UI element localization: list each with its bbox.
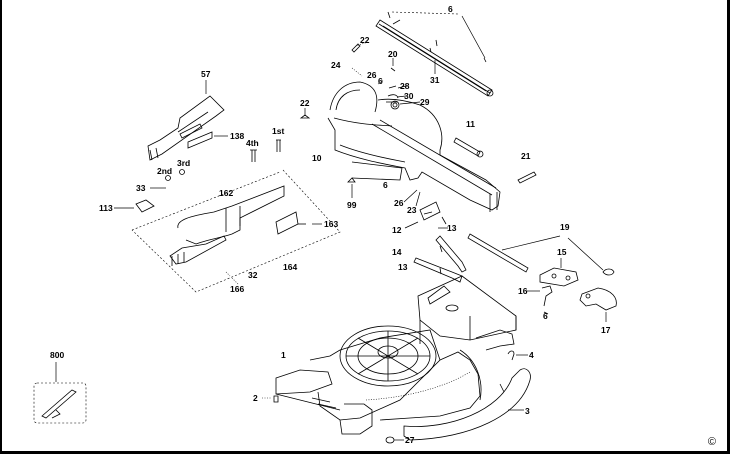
part-13 <box>441 216 447 225</box>
callout-57: 57 <box>201 69 211 79</box>
frame-border-right <box>727 0 730 454</box>
callout-166: 166 <box>230 284 244 294</box>
part-3rd <box>179 169 185 175</box>
callout-22: 22 <box>300 98 310 108</box>
callout-6: 6 <box>448 4 453 14</box>
callout-21: 21 <box>521 151 531 161</box>
callout-138: 138 <box>230 131 244 141</box>
copyright-symbol: © <box>707 436 716 448</box>
callout-23: 23 <box>407 205 417 215</box>
part-22-left <box>299 114 311 119</box>
callout-3: 3 <box>525 406 530 416</box>
callout-11: 11 <box>466 119 475 129</box>
part-164 <box>275 211 299 235</box>
part-4 <box>507 350 515 361</box>
part-pin-21 <box>517 171 537 184</box>
part-6-screw <box>543 311 549 315</box>
callout-164: 164 <box>283 262 297 272</box>
part-rail-31 <box>375 11 494 97</box>
part-extension-162 <box>169 185 285 266</box>
callout-19: 19 <box>560 222 570 232</box>
part-fence-57 <box>147 80 225 161</box>
callout-32: 32 <box>248 270 258 280</box>
callout-1st: 1st <box>272 126 284 136</box>
callout-12: 12 <box>392 225 402 235</box>
part-bracket-12 <box>419 201 441 221</box>
part-screw-20 <box>390 67 396 72</box>
part-arc-3 <box>403 368 531 441</box>
callout-30: 30 <box>404 91 414 101</box>
part-rod-19 <box>467 233 529 273</box>
part-2nd <box>165 175 171 181</box>
part-base-1 <box>275 275 517 435</box>
part-pin-22 <box>351 43 361 53</box>
callout-22: 22 <box>360 35 370 45</box>
callout-13: 13 <box>447 223 457 233</box>
callout-2: 2 <box>253 393 258 403</box>
part-19-nut <box>602 268 615 276</box>
part-plate-138 <box>187 131 213 149</box>
callout-20: 20 <box>388 49 398 59</box>
callout-10: 10 <box>312 153 322 163</box>
part-800-kit <box>33 362 87 424</box>
callout-15: 15 <box>557 247 567 257</box>
callout-3rd: 3rd <box>177 158 190 168</box>
callout-27: 27 <box>405 435 415 445</box>
callout-29: 29 <box>420 97 430 107</box>
callout-4th: 4th <box>246 138 259 148</box>
callout-26: 26 <box>394 198 404 208</box>
callout-16: 16 <box>518 286 528 296</box>
callout-800: 800 <box>50 350 64 360</box>
callout-14: 14 <box>392 247 402 257</box>
callout-24: 24 <box>331 60 341 70</box>
callout-labels: 6 22 20 31 24 26 6 28 30 29 22 11 10 21 … <box>50 4 611 445</box>
callout-4: 4 <box>529 350 534 360</box>
callout-163: 163 <box>324 219 338 229</box>
kit-box-162 <box>131 169 341 293</box>
part-113 <box>135 199 155 213</box>
callout-113: 113 <box>99 203 113 213</box>
frame-border-bottom <box>0 451 730 454</box>
callout-2nd: 2nd <box>157 166 172 176</box>
part-screw-1st <box>276 139 281 152</box>
callout-162: 162 <box>219 188 233 198</box>
part-pin-11 <box>453 137 481 157</box>
part-2 <box>273 395 279 403</box>
part-arm-10 <box>327 81 501 212</box>
frame-border-left <box>0 0 2 454</box>
part-27 <box>385 436 395 444</box>
callout-99: 99 <box>347 200 357 210</box>
callout-28: 28 <box>400 81 410 91</box>
part-bracket-15 <box>539 258 579 287</box>
callout-6: 6 <box>383 180 388 190</box>
callout-6: 6 <box>378 76 383 86</box>
callout-26: 26 <box>367 70 377 80</box>
callout-13: 13 <box>398 262 408 272</box>
part-handle-17 <box>579 287 617 322</box>
part-lever-14 <box>413 235 467 283</box>
callout-31: 31 <box>430 75 440 85</box>
part-16 <box>541 285 553 307</box>
callout-17: 17 <box>601 325 611 335</box>
callout-6: 6 <box>543 311 548 321</box>
callout-1: 1 <box>281 350 286 360</box>
part-screw-4th <box>250 149 257 162</box>
callout-33: 33 <box>136 183 146 193</box>
part-99 <box>347 177 356 183</box>
